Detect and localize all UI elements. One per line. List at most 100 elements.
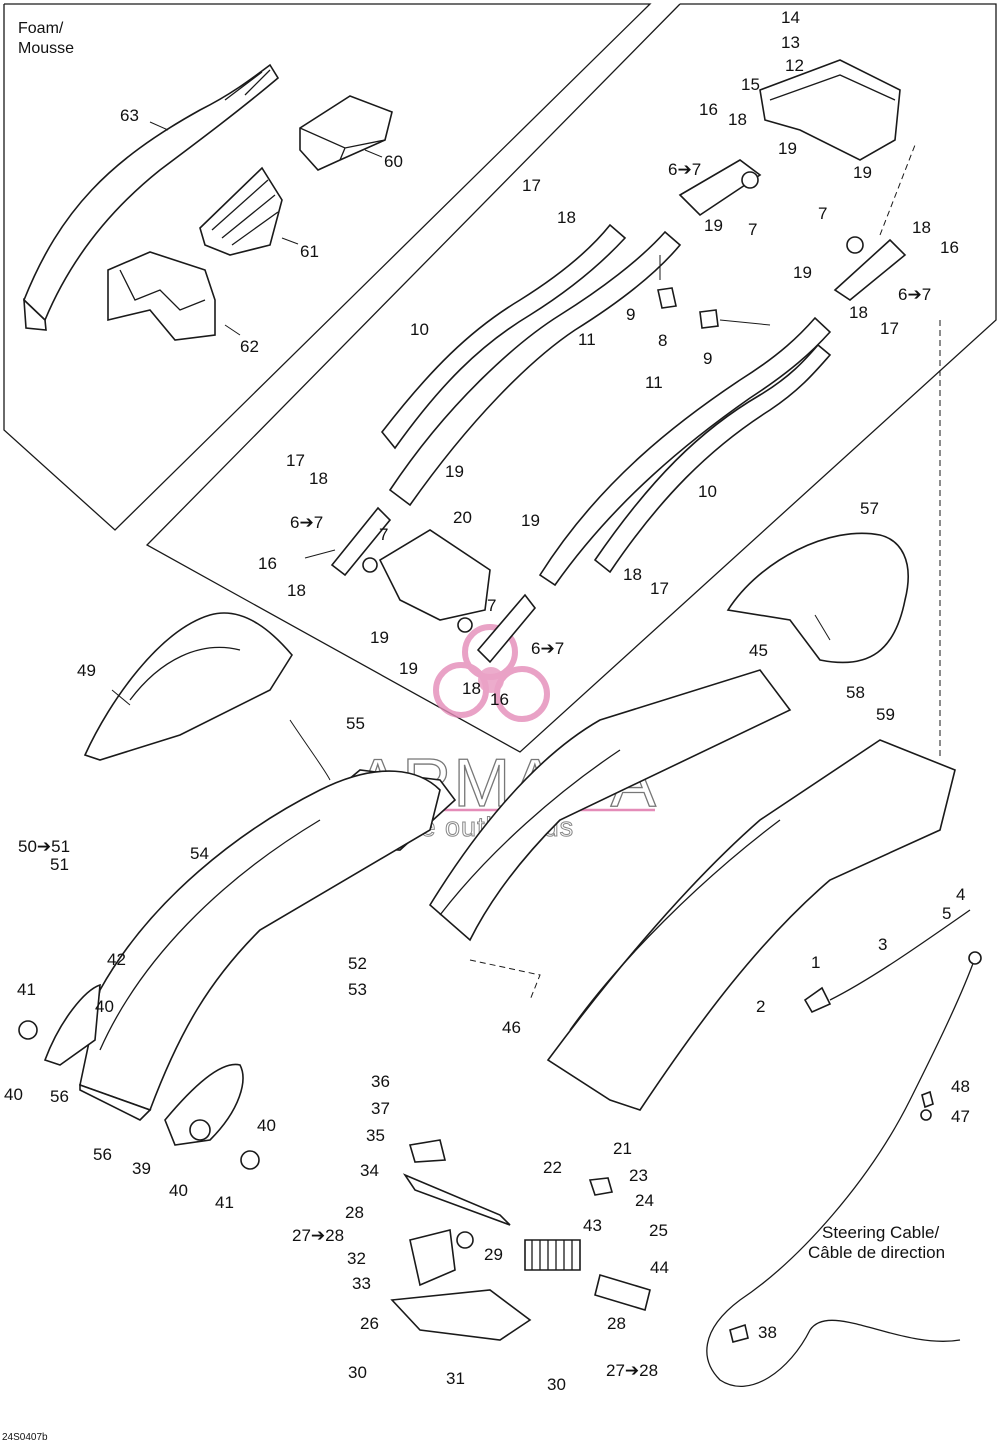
bracket-part-21 xyxy=(588,1177,614,1196)
callout-label: 15 xyxy=(741,75,760,94)
callout-label: 19 xyxy=(704,216,723,235)
frame-part-54 xyxy=(79,770,441,1121)
bracket-part-29 xyxy=(409,1229,474,1287)
callout-label: 40 xyxy=(4,1085,23,1104)
callout-label: 26 xyxy=(360,1314,379,1333)
callout-label: 56 xyxy=(93,1145,112,1164)
main-frame xyxy=(546,739,956,1111)
callout-label: 10 xyxy=(698,482,717,501)
spring-part-43 xyxy=(524,1239,581,1271)
callout-label: 7 xyxy=(818,204,827,223)
callout-label: 63 xyxy=(120,106,139,125)
grommet-part-41-left xyxy=(18,1020,38,1040)
bracket-part-15 xyxy=(759,59,901,161)
tube-part-11-lower xyxy=(538,316,832,587)
callout-label: 51 xyxy=(50,855,69,874)
callout-label: 16 xyxy=(699,100,718,119)
callout-label: 18 xyxy=(287,581,306,600)
callout-label: 21 xyxy=(613,1139,632,1158)
callout-label: 29 xyxy=(484,1245,503,1264)
bracket-6-7-right xyxy=(833,236,907,301)
callout-label: 16 xyxy=(940,238,959,257)
callout-label: 22 xyxy=(543,1158,562,1177)
steering-cable-label-line2: Câble de direction xyxy=(808,1243,945,1262)
tube-part-11-upper xyxy=(388,230,682,507)
callout-label: 40 xyxy=(257,1116,276,1135)
callout-label: 19 xyxy=(399,659,418,678)
callout-label: 52 xyxy=(348,954,367,973)
foam-part-61 xyxy=(199,166,283,256)
callout-label: 20 xyxy=(453,508,472,527)
pulley-part-39 xyxy=(164,1063,244,1146)
callout-label: 61 xyxy=(300,242,319,261)
callout-label: 54 xyxy=(190,844,209,863)
bracket-6-7-mid xyxy=(457,593,537,664)
callout-label: 7 xyxy=(487,596,496,615)
callout-label: 56 xyxy=(50,1087,69,1106)
nut-part-47 xyxy=(920,1109,932,1121)
callout-label: 33 xyxy=(352,1274,371,1293)
foam-part-60 xyxy=(299,95,393,171)
callout-label: 10 xyxy=(410,320,429,339)
callout-label: 35 xyxy=(366,1126,385,1145)
callout-label: 18 xyxy=(623,565,642,584)
callout-label: 11 xyxy=(645,373,663,392)
callout-label: 28 xyxy=(607,1314,626,1333)
callout-label: 27➔28 xyxy=(292,1226,344,1245)
callout-label: 44 xyxy=(650,1258,669,1277)
callout-label: 18 xyxy=(849,303,868,322)
leader-lines xyxy=(111,121,831,781)
callout-label: 18 xyxy=(309,469,328,488)
callout-label: 11 xyxy=(578,330,596,349)
hood-part-49 xyxy=(83,612,293,761)
foam-part-63 xyxy=(23,63,280,331)
dashed-guide-lines xyxy=(469,144,941,1001)
callout-label: 19 xyxy=(370,628,389,647)
shaft-part-34 xyxy=(402,1173,511,1226)
logo-ring-right xyxy=(494,666,550,722)
callout-label: 60 xyxy=(384,152,403,171)
callout-label: 19 xyxy=(793,263,812,282)
callout-label: 43 xyxy=(583,1216,602,1235)
callout-label: 18 xyxy=(912,218,931,237)
base-plate-part-26 xyxy=(390,1289,532,1341)
callout-label: 38 xyxy=(758,1323,777,1342)
drawing-code: 24S0407b xyxy=(2,1432,48,1443)
callout-label: 36 xyxy=(371,1072,390,1091)
callout-label: 18 xyxy=(557,208,576,227)
callout-label: 17 xyxy=(522,176,541,195)
callout-label: 12 xyxy=(785,56,804,75)
bolt-part-48 xyxy=(921,1090,934,1109)
callout-label: 2 xyxy=(756,997,765,1016)
sleeve-part-44 xyxy=(594,1273,651,1312)
tube-part-10-lower xyxy=(593,343,832,574)
plate-part-20 xyxy=(378,529,491,621)
steering-cable xyxy=(706,951,982,1387)
callout-label: 34 xyxy=(360,1161,379,1180)
callout-label: 41 xyxy=(215,1193,234,1212)
tube-part-10-upper xyxy=(380,223,627,450)
callout-label: 31 xyxy=(446,1369,465,1388)
callout-label: 9 xyxy=(703,349,712,368)
foam-region-outline xyxy=(3,3,652,531)
callout-label: 6➔7 xyxy=(531,639,564,658)
callout-label: 1 xyxy=(811,953,820,972)
callout-label: 13 xyxy=(781,33,800,52)
callout-label: 42 xyxy=(107,950,126,969)
callout-label: 40 xyxy=(95,997,114,1016)
callout-label: 19 xyxy=(778,139,797,158)
steering-cable-label-line1: Steering Cable/ xyxy=(822,1223,939,1242)
callout-label: 5 xyxy=(942,904,951,923)
callout-label: 17 xyxy=(880,319,899,338)
callout-label: 27➔28 xyxy=(606,1361,658,1380)
callout-label: 58 xyxy=(846,683,865,702)
watermark-logo xyxy=(433,624,550,722)
callout-label: 28 xyxy=(345,1203,364,1222)
callout-label: 6➔7 xyxy=(668,160,701,179)
callout-label: 49 xyxy=(77,661,96,680)
callout-label: 16 xyxy=(490,690,509,709)
callout-label: 19 xyxy=(445,462,464,481)
guard-part-42 xyxy=(43,983,101,1066)
callout-label: 18 xyxy=(462,679,481,698)
callout-label: 4 xyxy=(956,885,965,904)
